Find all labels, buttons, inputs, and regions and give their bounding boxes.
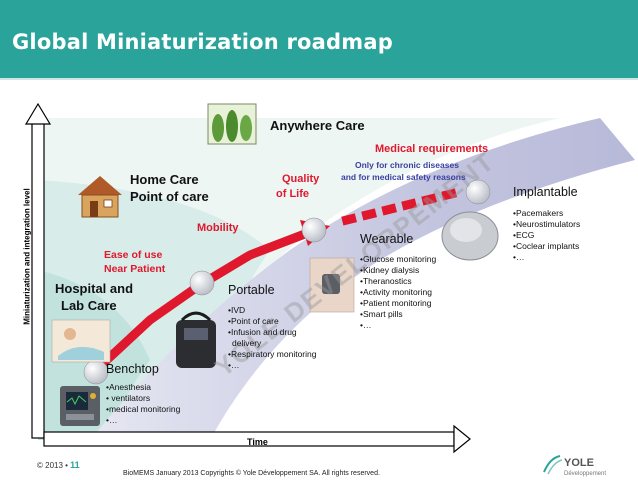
- footer-page-info: © 2013 • 11: [37, 460, 80, 470]
- y-axis-label: Miniaturization and integration level: [22, 188, 32, 325]
- house-icon: [78, 176, 122, 218]
- list-item: •medical monitoring: [106, 404, 181, 414]
- medical-sub-label-2: and for medical safety reasons: [341, 172, 466, 182]
- y-axis-arrow: [31, 121, 45, 439]
- list-item: •ECG: [513, 230, 535, 240]
- wearable-list: •Glucose monitoring •Kidney dialysis •Th…: [360, 254, 436, 331]
- portable-list: •IVD •Point of care •Infusion and drug d…: [228, 305, 316, 371]
- list-item: •Glucose monitoring: [360, 254, 437, 264]
- x-axis-label: Time: [247, 437, 268, 447]
- list-item: • ventilators: [106, 393, 151, 403]
- mobility-label: Mobility: [197, 222, 239, 234]
- list-item: •…: [228, 360, 240, 370]
- list-item: •Respiratory monitoring: [228, 349, 317, 359]
- list-item: •Neurostimulators: [513, 219, 581, 229]
- footer-copyright: BioMEMS January 2013 Copyrights © Yole D…: [123, 470, 380, 477]
- x-axis-arrowhead: [453, 424, 471, 454]
- list-item: •Point of care: [228, 316, 279, 326]
- logo-subtext: Développement: [564, 471, 606, 477]
- page-number: 11: [70, 460, 80, 470]
- benchtop-device-icon: [60, 386, 100, 426]
- list-item: delivery: [232, 338, 262, 348]
- implant-device-icon: [441, 211, 499, 261]
- title-bar: [0, 0, 638, 78]
- list-item: •Coclear implants: [513, 241, 580, 251]
- y-axis-arrowhead: [24, 102, 52, 125]
- list-item: •Theranostics: [360, 276, 412, 286]
- patient-photo-icon: [51, 319, 111, 363]
- quality-label-2: of Life: [276, 188, 309, 200]
- slide-title: Global Miniaturization roadmap: [12, 30, 393, 54]
- list-item: •Activity monitoring: [360, 287, 432, 297]
- title-divider: [0, 78, 638, 80]
- landscape-icon: [207, 103, 257, 145]
- quality-label-1: Quality: [282, 173, 320, 185]
- home-care-label-2: Point of care: [130, 189, 209, 204]
- benchtop-list: •Anesthesia • ventilators •medical monit…: [106, 382, 180, 426]
- implantable-milestone: [465, 179, 491, 205]
- wearable-title: Wearable: [360, 232, 414, 246]
- list-item: •Kidney dialysis: [360, 265, 420, 275]
- list-item: •Smart pills: [360, 309, 403, 319]
- dashed-arrow: [341, 188, 458, 226]
- benchtop-milestone: [83, 359, 109, 385]
- list-item: •…: [106, 415, 118, 425]
- wearable-milestone: [301, 217, 327, 243]
- ease-of-use-label-1: Ease of use: [104, 249, 163, 261]
- list-item: •Patient monitoring: [360, 298, 432, 308]
- portable-title: Portable: [228, 283, 275, 297]
- hospital-label-2: Lab Care: [61, 298, 117, 313]
- anywhere-care-label: Anywhere Care: [270, 118, 365, 133]
- list-item: •Pacemakers: [513, 208, 564, 218]
- yole-logo: YOLE Développement: [543, 455, 606, 477]
- portable-milestone: [189, 270, 215, 296]
- portable-device-icon: [176, 311, 216, 368]
- wearable-photo-icon: [309, 257, 355, 313]
- list-item: •…: [360, 320, 372, 330]
- benchtop-title: Benchtop: [106, 362, 159, 376]
- list-item: •Infusion and drug: [228, 327, 297, 337]
- footer-year: © 2013 •: [37, 461, 68, 470]
- implantable-title: Implantable: [513, 185, 578, 199]
- hospital-label-1: Hospital and: [55, 281, 134, 296]
- implantable-list: •Pacemakers •Neurostimulators •ECG •Cocl…: [513, 208, 580, 263]
- list-item: •Anesthesia: [106, 382, 152, 392]
- home-care-label-1: Home Care: [130, 172, 199, 187]
- medical-requirements-label: Medical requirements: [375, 143, 489, 155]
- list-item: •…: [513, 252, 525, 262]
- ease-of-use-label-2: Near Patient: [104, 263, 166, 275]
- logo-text: YOLE: [564, 457, 594, 469]
- roadmap-diagram: YOLE DEVELOPPEMENT: [24, 102, 635, 454]
- roadmap-band: [90, 118, 635, 440]
- list-item: •IVD: [228, 305, 246, 315]
- medical-sub-label-1: Only for chronic diseases: [355, 160, 459, 170]
